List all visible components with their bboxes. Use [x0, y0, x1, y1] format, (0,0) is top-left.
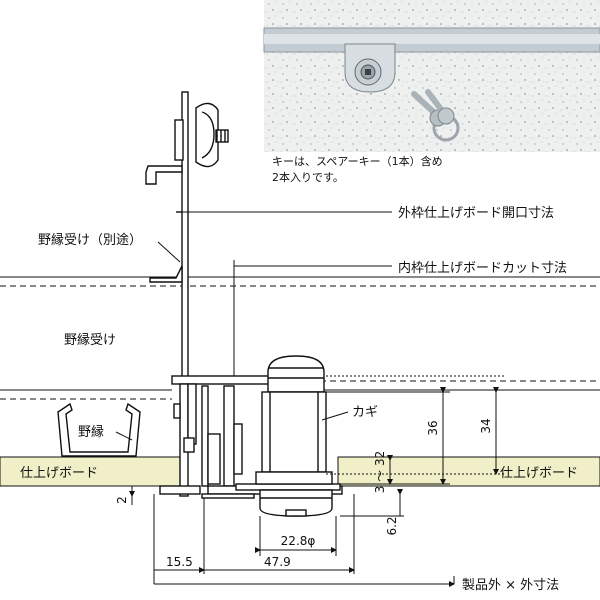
- label-furring-receiver: 野縁受け: [64, 332, 116, 348]
- product-photo: キーは、スペアーキー（1本）含め 2本入りです。: [263, 0, 600, 184]
- photo-caption-2: 2本入りです。: [272, 170, 344, 184]
- label-key: カギ: [352, 405, 378, 420]
- keys-icon: [411, 89, 460, 142]
- leader-lines: [115, 211, 392, 441]
- dim-3-32: 3 ～ 32: [373, 451, 387, 494]
- dimension-lines: [129, 375, 506, 587]
- hanger-assembly: [145, 91, 229, 393]
- label-product-outer-dims: 製品外 × 外寸法: [462, 578, 559, 593]
- dim-2: 2: [115, 496, 129, 504]
- dim-22-8: 22.8φ: [281, 534, 316, 548]
- dim-47-9: 47.9: [264, 555, 291, 569]
- ceiling-lines: [0, 276, 600, 400]
- dim-15-5: 15.5: [166, 555, 193, 569]
- label-furring-receiver-separate: 野縁受け（別途）: [38, 232, 142, 248]
- lock-body: [255, 355, 333, 517]
- finish-board-left: [0, 456, 183, 487]
- photo-caption-1: キーは、スペアーキー（1本）含め: [272, 154, 443, 168]
- finish-board-right: [337, 456, 600, 487]
- dim-34: 34: [479, 418, 493, 433]
- label-inner-frame-cut: 内枠仕上げボードカット寸法: [398, 260, 567, 276]
- furring-channel: [57, 402, 141, 457]
- label-outer-frame-opening: 外枠仕上げボード開口寸法: [398, 206, 554, 221]
- label-finish-board-left: 仕上げボード: [20, 466, 98, 481]
- dim-6-2: 6.2: [385, 516, 399, 535]
- dim-36: 36: [426, 420, 440, 435]
- label-furring: 野縁: [78, 424, 104, 440]
- label-finish-board-right: 仕上げボード: [500, 466, 578, 481]
